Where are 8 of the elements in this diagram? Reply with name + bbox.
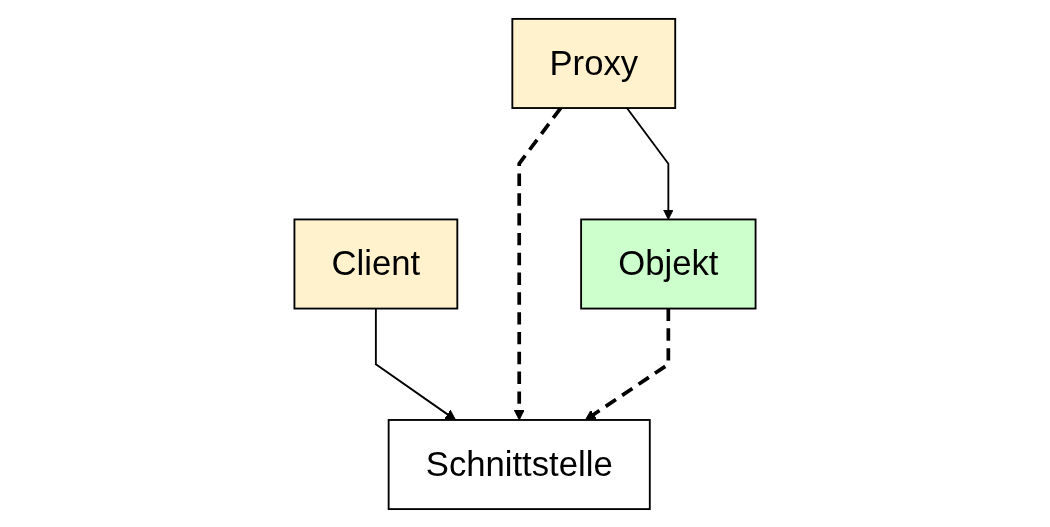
arrow [513,106,563,420]
node-box: Proxy [511,17,677,109]
arrow [626,106,674,220]
node-box: Client [293,218,459,309]
node-box: Schnittstelle [387,418,651,510]
arrow [374,307,456,420]
arrow [585,308,671,420]
node-box: Objekt [580,218,757,309]
